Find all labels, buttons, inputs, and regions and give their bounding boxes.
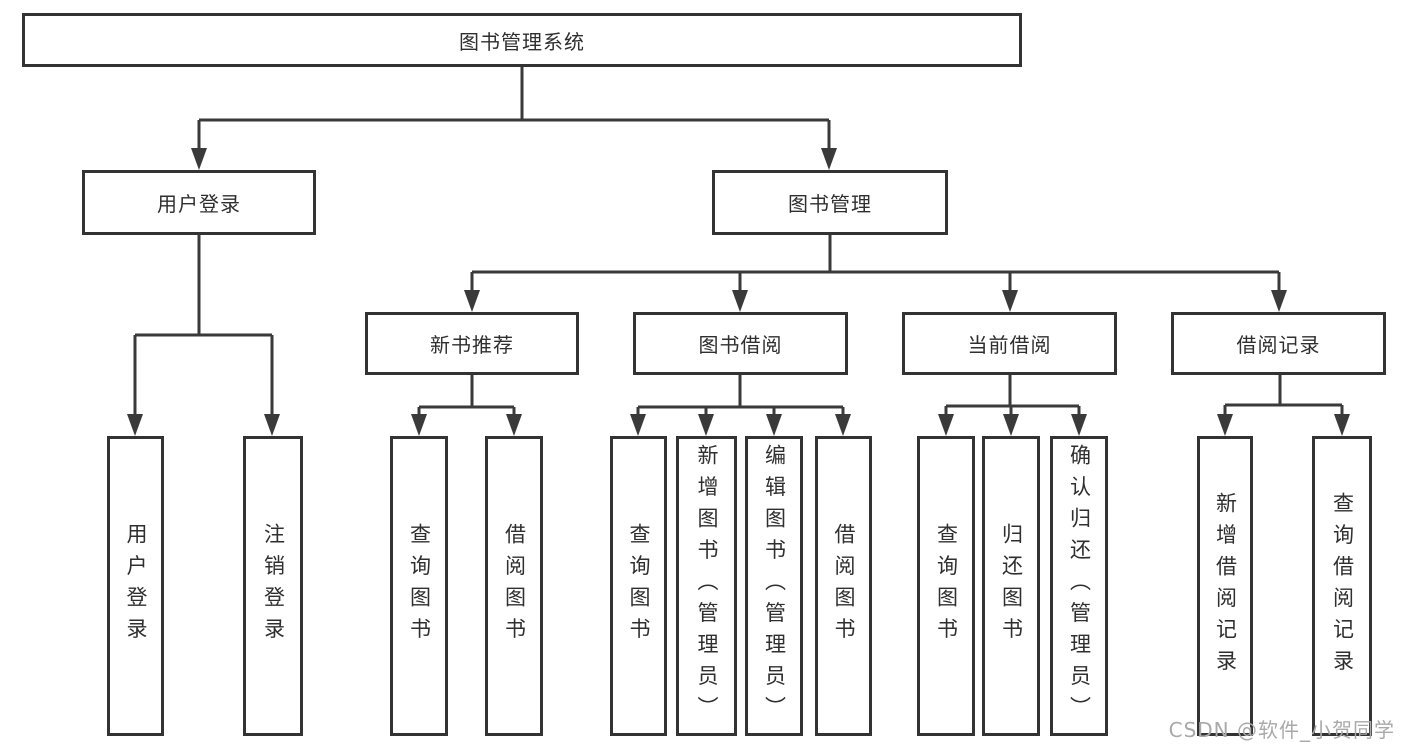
arrowhead-down-icon	[264, 414, 280, 436]
arrowhead-down-icon	[766, 414, 782, 436]
node-book-management: 图书管理	[712, 170, 948, 235]
leaf-confirm-return-admin: 确认归还（管理员）	[1050, 436, 1108, 736]
arrowhead-down-icon	[127, 414, 143, 436]
arrowhead-down-icon	[1003, 414, 1019, 436]
connector-line	[636, 375, 845, 415]
node-label: 图书管理	[788, 192, 872, 216]
leaf-logout-login: 注销登录	[243, 436, 303, 736]
leaf-query-book-recommend: 查询图书	[390, 436, 448, 736]
leaf-label: 归还图书	[999, 523, 1024, 649]
watermark: CSDN @软件_小贺同学	[1168, 718, 1395, 742]
leaf-return-book: 归还图书	[982, 436, 1040, 736]
leaf-label: 借阅图书	[502, 523, 527, 649]
connector-line	[417, 375, 516, 415]
connector-line	[197, 67, 831, 148]
leaf-label: 查询借阅记录	[1330, 491, 1355, 681]
arrowhead-down-icon	[411, 414, 427, 436]
arrowhead-down-icon	[821, 148, 837, 170]
arrowhead-down-icon	[464, 290, 480, 312]
leaf-query-borrow-record: 查询借阅记录	[1312, 436, 1372, 736]
leaf-add-book-admin: 新增图书（管理员）	[676, 436, 737, 736]
arrowhead-down-icon	[630, 414, 646, 436]
leaf-user-login: 用户登录	[107, 436, 164, 736]
connector-line	[944, 375, 1081, 415]
arrowhead-down-icon	[938, 414, 954, 436]
arrowhead-down-icon	[1217, 414, 1233, 436]
arrowhead-down-icon	[1271, 290, 1287, 312]
leaf-label: 新增借阅记录	[1213, 491, 1238, 681]
arrowhead-down-icon	[191, 148, 207, 170]
leaf-label: 确认归还（管理员）	[1067, 444, 1092, 728]
arrowhead-down-icon	[732, 290, 748, 312]
node-new-book-recommend: 新书推荐	[365, 312, 579, 375]
leaf-add-borrow-record: 新增借阅记录	[1197, 436, 1253, 736]
leaf-label: 借阅图书	[832, 523, 856, 649]
leaf-label: 查询图书	[934, 523, 959, 649]
arrowhead-down-icon	[835, 414, 851, 436]
connector-borrow-records-to-leaves	[1217, 375, 1350, 436]
arrowhead-down-icon	[1002, 290, 1018, 312]
node-label: 用户登录	[157, 192, 241, 216]
connector-book-management-to-level3	[464, 235, 1287, 312]
leaf-label: 用户登录	[124, 523, 148, 649]
leaf-query-book-current: 查询图书	[917, 436, 975, 736]
connector-new-book-to-leaves	[411, 375, 522, 436]
node-label: 当前借阅	[967, 333, 1052, 357]
connector-current-borrow-to-leaves	[938, 375, 1087, 436]
leaf-borrow-book: 借阅图书	[815, 436, 872, 736]
node-label: 图书管理系统	[459, 29, 585, 54]
leaf-query-book-borrow: 查询图书	[610, 436, 667, 736]
node-root: 图书管理系统	[22, 13, 1022, 67]
leaf-edit-book-admin: 编辑图书（管理员）	[745, 436, 803, 736]
node-label: 图书借阅	[698, 333, 783, 357]
node-borrow-records: 借阅记录	[1171, 312, 1386, 375]
connector-user-login-to-leaves	[127, 235, 280, 436]
connector-line	[1223, 375, 1344, 415]
connector-line	[133, 235, 274, 414]
arrowhead-down-icon	[506, 414, 522, 436]
connector-line	[470, 235, 1281, 290]
node-user-login: 用户登录	[82, 170, 316, 235]
node-current-borrow: 当前借阅	[902, 312, 1117, 375]
leaf-borrow-book-recommend: 借阅图书	[485, 436, 543, 736]
arrowhead-down-icon	[1071, 414, 1087, 436]
connector-book-borrow-to-leaves	[630, 375, 851, 436]
node-book-borrow: 图书借阅	[633, 312, 848, 375]
leaf-label: 查询图书	[627, 523, 651, 649]
leaf-label: 注销登录	[261, 523, 286, 649]
leaf-label: 查询图书	[407, 523, 432, 649]
connector-root-to-level2	[191, 67, 837, 170]
arrowhead-down-icon	[698, 414, 714, 436]
leaf-label: 新增图书（管理员）	[695, 444, 719, 728]
node-label: 新书推荐	[430, 333, 514, 357]
node-label: 借阅记录	[1236, 333, 1321, 357]
arrowhead-down-icon	[1334, 414, 1350, 436]
leaf-label: 编辑图书（管理员）	[762, 444, 787, 728]
